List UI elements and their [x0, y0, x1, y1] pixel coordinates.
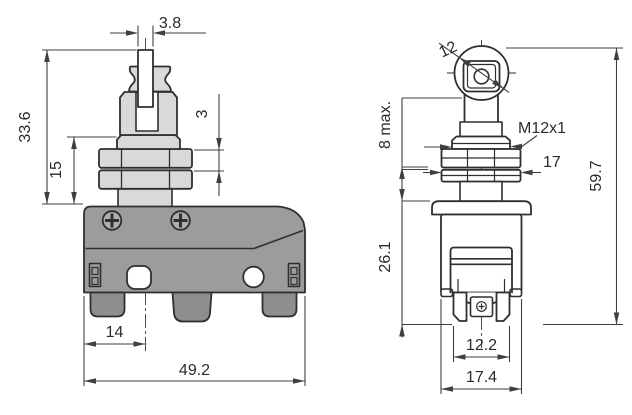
dim-hole-offset-label: 14	[106, 324, 124, 341]
dim-body-depth: 17.4	[440, 299, 523, 394]
dim-terminal-width: 12.2	[452, 326, 511, 362]
dim-body-height: 26.1	[377, 241, 452, 337]
roller-fork-stem	[463, 94, 499, 124]
dim-hole-offset: 14	[83, 296, 146, 386]
dim-body-width-label: 49.2	[179, 362, 210, 379]
left-terminal-2	[171, 291, 213, 323]
left-terminal-3	[261, 291, 298, 318]
left-clamp-left-inner-top	[91, 266, 99, 276]
dim-nut-across-flats: 17	[423, 154, 561, 176]
right-terminal-cluster	[452, 291, 511, 322]
left-lower-shaft	[117, 188, 173, 208]
right-body-outline	[440, 213, 523, 294]
right-view-side: 12 8 max. M12x1 17	[377, 38, 623, 394]
right-shaft-lower	[459, 180, 503, 203]
dim-thread-spec: M12x1	[424, 120, 566, 150]
left-round-hole	[242, 265, 265, 289]
dim-body-width: 49.2	[84, 296, 306, 386]
roller-bracket-inner	[466, 63, 497, 89]
right-plunger-assembly	[431, 121, 532, 216]
left-clamp-left-inner-bottom	[91, 276, 99, 286]
dim-pin-width: 3.8	[110, 15, 206, 47]
terminal-prong-right	[495, 291, 511, 322]
dim-overall-plunger-height: 33.6	[17, 49, 137, 205]
dim-overall-height: 59.7	[506, 47, 623, 326]
left-body-step-line	[85, 229, 304, 250]
left-slot-hole	[126, 265, 152, 290]
dim-max-travel: 8 max.	[377, 97, 462, 338]
right-shaft-upper	[459, 121, 503, 138]
roller-axle	[473, 68, 490, 85]
dim-body-depth-label: 17.4	[466, 369, 497, 386]
left-switch-body	[83, 205, 306, 323]
left-hex-nut-lower	[98, 169, 193, 190]
dim-roller-diameter-label: 12	[436, 38, 459, 61]
right-recess	[449, 246, 513, 294]
dim-bushing-height-label: 15	[48, 161, 65, 179]
dim-max-travel-label: 8 max.	[377, 101, 394, 149]
left-clamp-right-inner-top	[290, 266, 298, 276]
dim-body-height-label: 26.1	[377, 241, 394, 272]
dim-overall-plunger-height-label: 33.6	[17, 111, 34, 142]
terminal-prong-left	[452, 291, 468, 322]
roller-head	[453, 45, 510, 124]
left-plunger-pin	[137, 49, 154, 108]
left-clamp-left	[88, 262, 102, 288]
right-thread-collar	[451, 135, 511, 150]
left-view-front: 3.8 33.6 15 3	[17, 15, 306, 386]
left-terminal-1	[89, 291, 126, 318]
left-clamp-right-inner-bottom	[290, 276, 298, 286]
right-body	[440, 213, 523, 298]
dim-roller-diameter: 12	[436, 38, 510, 93]
right-mounting-flange	[431, 200, 532, 216]
left-clamp-right	[287, 262, 301, 288]
dim-terminal-width-label: 12.2	[466, 337, 497, 354]
left-hex-nut-upper	[98, 148, 193, 169]
dim-nut-spacing: 3	[194, 94, 224, 196]
dim-nut-across-flats-label: 17	[543, 154, 561, 171]
dim-nut-spacing-label: 3	[194, 109, 211, 118]
dim-pin-width-label: 3.8	[159, 15, 181, 32]
dim-thread-spec-label: M12x1	[518, 120, 566, 137]
dim-overall-height-label: 59.7	[588, 160, 605, 191]
left-bushing	[116, 134, 181, 150]
left-plunger	[98, 49, 193, 208]
dim-bushing-height: 15	[48, 136, 117, 204]
